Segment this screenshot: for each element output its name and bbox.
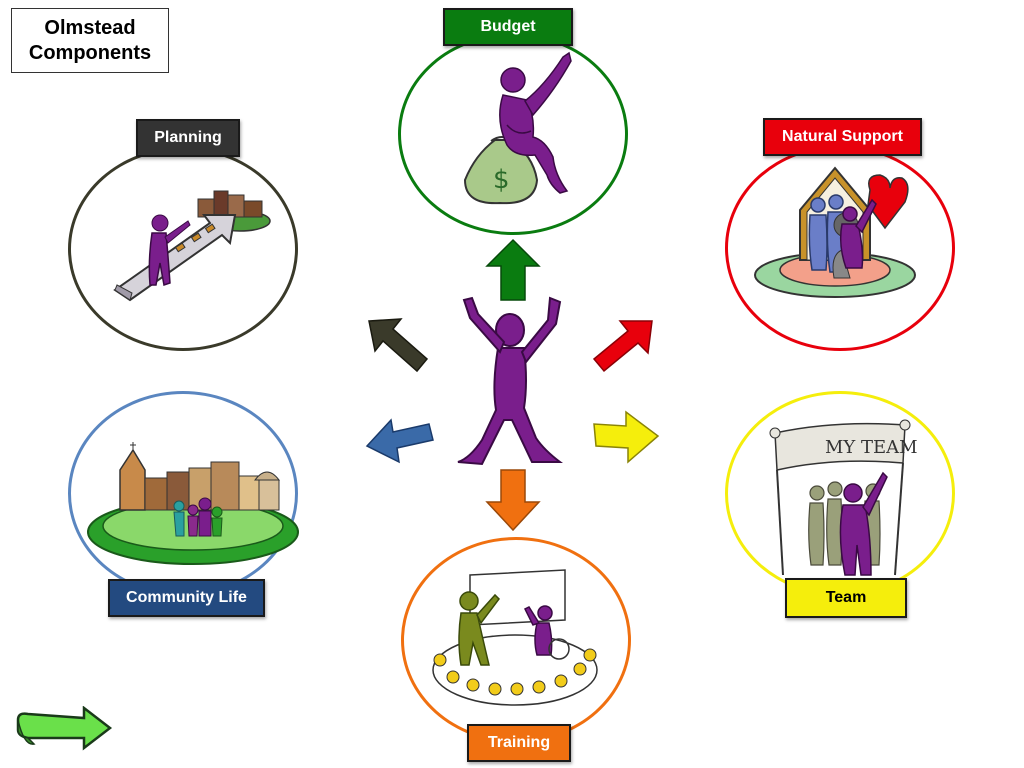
community-life-label[interactable]: Community Life [108,579,265,617]
arrow-down-right-icon [593,410,660,464]
training-label[interactable]: Training [467,724,571,762]
svg-text:$: $ [493,165,510,195]
slide-title: Olmstead Components [11,8,169,73]
planning-path-icon [113,190,271,302]
team-banner-icon: MY TEAM [769,419,918,576]
arrow-down-left-icon [365,418,434,464]
next-arrow-icon[interactable] [14,706,114,752]
training-classroom-icon [432,569,598,706]
arrow-up-right-icon [592,320,653,373]
team-banner-text: MY TEAM [825,437,918,458]
natural-support-label[interactable]: Natural Support [763,118,922,156]
budget-money-bag-icon: $ [463,51,572,205]
budget-label[interactable]: Budget [443,8,573,46]
arrow-down-icon [485,469,541,532]
central-person-icon [457,296,563,466]
natural-support-icon [754,166,916,298]
community-town-icon [87,442,299,565]
training-circle [401,537,631,743]
arrow-up-left-icon [368,318,429,373]
arrow-up-icon [485,238,541,301]
team-label[interactable]: Team [785,578,907,618]
planning-label[interactable]: Planning [136,119,240,157]
